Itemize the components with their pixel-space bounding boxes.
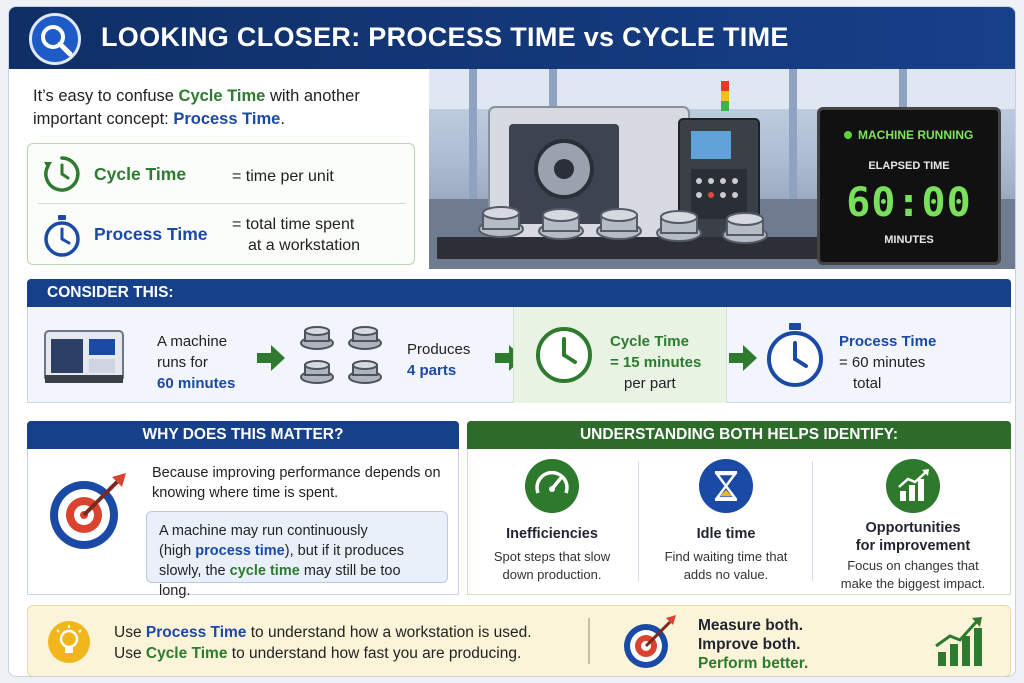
status-dot-icon xyxy=(844,131,852,139)
growth-chart-icon xyxy=(886,459,940,513)
why-panel: Because improving performance depends on… xyxy=(27,449,459,599)
why-heading: WHY DOES THIS MATTER? xyxy=(27,421,459,449)
idle-time-title: Idle time xyxy=(696,526,756,542)
elapsed-time-display: MACHINE RUNNING ELAPSED TIME 60:00 MINUT… xyxy=(817,107,1001,265)
infographic-frame: LOOKING CLOSER: PROCESS TIME vs CYCLE TI… xyxy=(8,6,1016,677)
page-title: LOOKING CLOSER: PROCESS TIME vs CYCLE TI… xyxy=(101,22,789,52)
gauge-icon xyxy=(525,459,579,513)
cycle-time-definition: Cycle Time = time per unit xyxy=(28,146,416,202)
divider xyxy=(638,461,639,581)
footer-slogan: Measure both.Improve both.Perform better… xyxy=(698,617,809,672)
machine-running-status: MACHINE RUNNING xyxy=(844,128,973,142)
clock-icon xyxy=(534,325,594,390)
cnc-machine-icon xyxy=(43,325,127,392)
elapsed-unit: MINUTES xyxy=(884,234,934,246)
elapsed-label: ELAPSED TIME xyxy=(868,160,950,172)
why-example-callout: A machine may run continuously(high proc… xyxy=(146,511,448,599)
process-time-term: Process Time xyxy=(94,224,208,244)
footer-guidance: Use Process Time to understand how a wor… xyxy=(114,624,532,662)
magnifier-icon xyxy=(29,13,81,65)
divider xyxy=(812,461,813,581)
summary-footer: Use Process Time to understand how a wor… xyxy=(27,605,1011,676)
stopwatch-icon xyxy=(42,214,82,263)
why-main-text: Because improving performance depends on… xyxy=(152,465,441,501)
arrow-right-icon xyxy=(729,345,759,376)
cycle-time-meaning: = time per unit xyxy=(232,168,334,185)
parts-icon xyxy=(295,325,391,394)
understanding-heading: UNDERSTANDING BOTH HELPS IDENTIFY: xyxy=(467,421,1011,449)
elapsed-clock: 60:00 xyxy=(846,180,972,226)
cnc-machine-image xyxy=(429,69,1015,269)
hourglass-icon xyxy=(699,459,753,513)
inefficiencies-title: Inefficiencies xyxy=(506,526,598,542)
consider-heading: CONSIDER THIS: xyxy=(27,279,1011,307)
divider xyxy=(588,618,590,664)
definitions-box: Cycle Time = time per unit Process Time … xyxy=(27,143,415,265)
target-icon xyxy=(46,469,130,558)
cycle-time-term: Cycle Time xyxy=(94,164,187,184)
title-bar: LOOKING CLOSER: PROCESS TIME vs CYCLE TI… xyxy=(9,7,1015,69)
intro-text: It’s easy to confuse Cycle Time with ano… xyxy=(33,87,360,128)
lightbulb-icon xyxy=(48,621,90,663)
clock-icon xyxy=(42,154,82,199)
growth-chart-icon xyxy=(934,616,984,673)
arrow-right-icon xyxy=(257,345,287,376)
divider xyxy=(38,203,406,204)
target-icon xyxy=(620,612,680,676)
stopwatch-icon xyxy=(765,321,825,394)
